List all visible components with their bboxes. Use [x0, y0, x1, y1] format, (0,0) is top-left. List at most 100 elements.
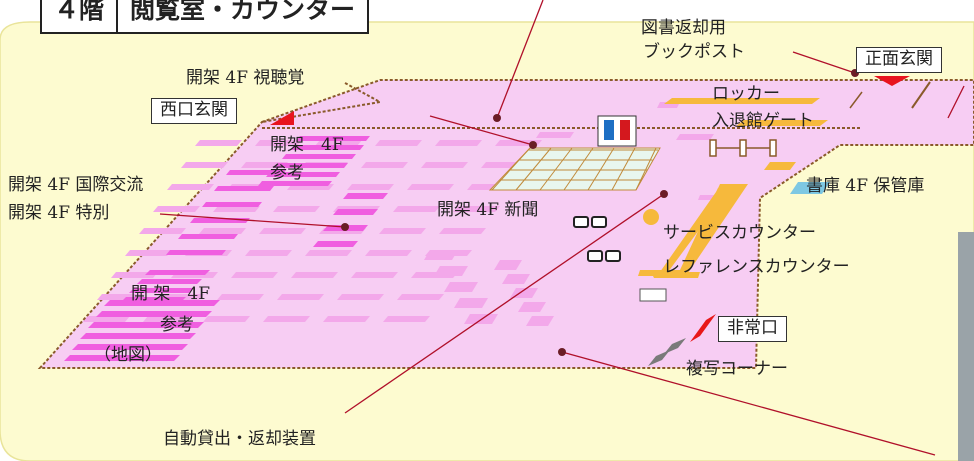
restroom-male	[604, 120, 614, 140]
shelf	[72, 344, 188, 350]
faint-shelf	[365, 250, 412, 256]
shelf	[214, 186, 274, 191]
photo-edge	[958, 232, 974, 461]
faint-shelf	[494, 260, 522, 270]
label-emergency-exit[interactable]: 非常口	[718, 316, 787, 342]
pc-icon	[573, 216, 621, 262]
faint-shelf	[454, 298, 488, 308]
label-map: （地図）	[94, 345, 162, 365]
leader-dots	[341, 69, 859, 356]
shelf	[64, 355, 180, 361]
shelf	[343, 193, 388, 199]
label-reference-a-bottom: 参考	[270, 163, 304, 183]
faint-shelf	[195, 140, 242, 146]
page-title: ４階 閲覧室・カウンター	[40, 0, 370, 34]
faint-shelf	[424, 250, 458, 260]
shelf	[88, 322, 204, 328]
faint-shelf	[277, 294, 324, 300]
faint-shelf	[125, 250, 172, 256]
checkout-machine-icon	[639, 288, 667, 302]
shelf	[313, 241, 358, 247]
table-grid-line	[587, 147, 615, 191]
label-reference-counter: レファレンスカウンター	[663, 257, 850, 277]
faint-shelf	[263, 316, 310, 322]
table-grid-line	[635, 147, 657, 191]
faint-shelf	[315, 140, 362, 146]
faint-shelf	[217, 294, 264, 300]
faint-shelf	[526, 316, 554, 326]
table-grid-line	[563, 147, 594, 191]
table-grid-line	[611, 147, 636, 191]
faint-shelf	[199, 228, 246, 234]
shelf	[145, 270, 210, 275]
shelf	[96, 311, 212, 317]
label-av: 開架 4F 視聴覚	[186, 68, 305, 88]
label-book-return: 図書返却用	[641, 18, 726, 38]
restroom-icon	[597, 115, 637, 147]
faint-shelf	[305, 250, 352, 256]
shelf	[274, 163, 348, 168]
locker-bar-2	[736, 120, 828, 126]
shelf	[226, 170, 286, 175]
label-self-checkout: 自動貸出・返却装置	[163, 429, 316, 449]
faint-shelf	[375, 140, 422, 146]
faint-shelf	[347, 184, 394, 190]
shelf	[202, 202, 262, 207]
shelf	[296, 136, 370, 141]
faint-shelf	[337, 294, 384, 300]
shelf	[333, 209, 378, 215]
faint-shelf	[397, 294, 444, 300]
shelf	[137, 279, 202, 284]
label-book-post: ブックポスト	[643, 42, 745, 62]
label-main-entrance[interactable]: 正面玄関	[856, 47, 942, 73]
faint-shelf	[518, 302, 546, 312]
service-counter-long	[638, 184, 748, 276]
label-gate: 入退館ゲート	[712, 111, 814, 131]
title-divider	[116, 0, 119, 32]
shelf	[129, 288, 194, 293]
reading-table-grid	[490, 147, 658, 191]
faint-shelf	[231, 272, 278, 278]
faint-shelf	[291, 272, 338, 278]
entrance-triangle-icon-2	[874, 76, 910, 86]
label-locker: ロッカー	[712, 84, 780, 104]
faint-shelf	[393, 206, 440, 212]
copier-icon	[664, 338, 686, 354]
shelf	[80, 333, 196, 339]
faint-shelf	[361, 162, 408, 168]
floor-number: ４階	[54, 0, 105, 24]
shelf	[178, 234, 238, 239]
faint-shelf	[379, 228, 426, 234]
copier-icon-2	[648, 350, 670, 366]
faint-shelves	[83, 102, 714, 326]
label-international: 開架 4F 国際交流	[8, 175, 144, 195]
label-newspaper: 開架 4F 新聞	[437, 200, 539, 220]
room-name: 閲覧室・カウンター	[130, 0, 356, 24]
shelf	[266, 172, 340, 177]
faint-shelf	[351, 272, 398, 278]
faint-shelf	[167, 184, 214, 190]
emergency-exit-mark	[690, 314, 716, 342]
shelf	[258, 181, 332, 186]
faint-shelf	[444, 282, 478, 292]
east-wall-2	[849, 91, 863, 109]
label-service-counter: サービスカウンター	[663, 223, 816, 243]
label-west-entrance[interactable]: 西口玄関	[151, 98, 237, 124]
restroom-female	[620, 120, 630, 140]
faint-shelf	[434, 266, 468, 276]
faint-shelf	[143, 316, 190, 322]
shelf	[290, 145, 364, 150]
faint-shelf	[153, 206, 200, 212]
shelf	[282, 154, 356, 159]
shelf	[166, 250, 226, 255]
faint-shelf	[139, 228, 186, 234]
faint-shelf	[213, 206, 260, 212]
faint-shelf	[323, 316, 370, 322]
counter-bar	[764, 162, 796, 170]
faint-shelf	[435, 140, 482, 146]
faint-shelf	[273, 206, 320, 212]
faint-shelf	[536, 132, 574, 138]
table-grid-line	[491, 147, 531, 191]
